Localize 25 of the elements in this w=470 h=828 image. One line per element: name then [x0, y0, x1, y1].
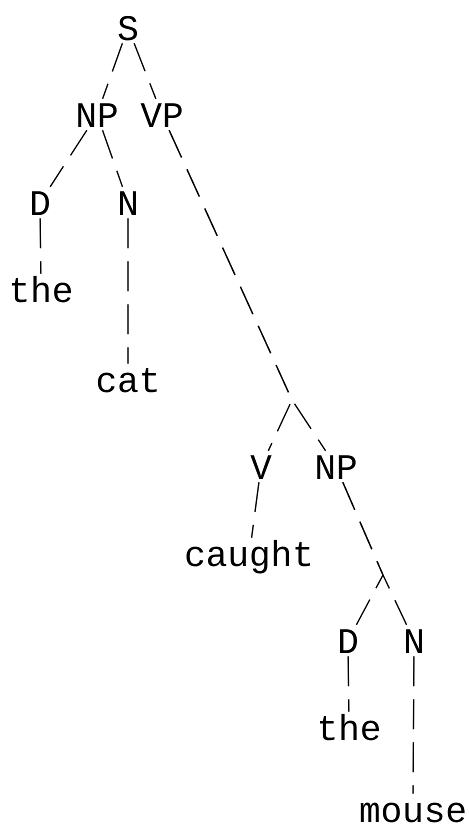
tree-branch: [39, 218, 42, 274]
tree-label: cat: [98, 368, 157, 392]
tree-branch: [50, 130, 88, 188]
tree-label: D: [32, 191, 49, 215]
tree-label: mouse: [360, 802, 465, 822]
tree-label: D: [340, 629, 357, 653]
tree-branch: [412, 656, 415, 794]
tree-label: V: [250, 455, 272, 479]
tree-label: S: [118, 16, 138, 40]
tree-label: NP: [78, 103, 117, 127]
tree-branch: [168, 130, 326, 452]
tree-label: caught: [186, 540, 310, 574]
tree-label: NP: [317, 455, 356, 479]
tree-branch: [250, 482, 260, 538]
tree-branch: [102, 130, 124, 188]
tree-branch: [127, 218, 129, 364]
tree-label: N: [120, 191, 136, 215]
tree-label: N: [406, 629, 422, 653]
tree-branch: [347, 656, 350, 712]
tree-branch: [133, 42, 157, 100]
tree-branch: [102, 42, 124, 100]
tree-label: the: [320, 714, 380, 740]
tree-label: the: [12, 276, 72, 302]
tree-label: VP: [140, 103, 182, 127]
tree-branch: [342, 482, 408, 626]
